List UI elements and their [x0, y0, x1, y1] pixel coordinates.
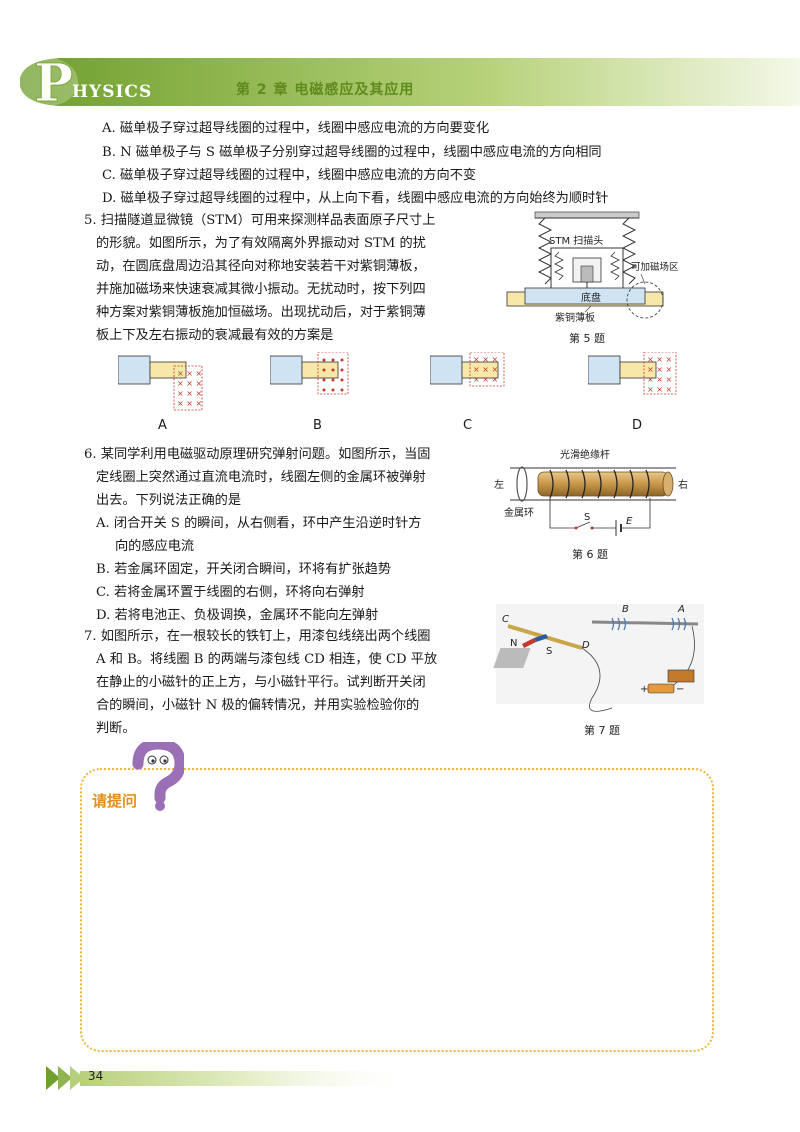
fig6-left-label: 左 — [494, 478, 504, 491]
q7-line-5: 判断。 — [96, 721, 136, 736]
svg-text:× × ×: × × × — [177, 399, 202, 408]
q6-option-d: D. 若将电池正、负极调换，金属环不能向左弹射 — [96, 608, 379, 623]
fig7-label-a: A — [677, 604, 685, 615]
ask-question-title: 请提问 — [92, 792, 138, 810]
q5-line-1: 5. 扫描隧道显微镜（STM）可用来探测样品表面原子尺寸上 — [84, 213, 436, 228]
logo-text: hysics — [72, 74, 153, 103]
svg-text:× × ×: × × × — [177, 369, 202, 378]
fig7-label-s: S — [546, 646, 552, 657]
page-number: 34 — [88, 1069, 104, 1083]
q4-option-b: B. N 磁单极子与 S 磁单极子分别穿过超导线圈的过程中，线圈中感应电流的方向… — [102, 145, 602, 160]
q6-option-a-cont: 向的感应电流 — [115, 539, 195, 554]
footer-band — [46, 1066, 420, 1090]
q7-line-4: 合的瞬间，小磁针 N 极的偏转情况，并用实验检验你的 — [96, 698, 420, 713]
q4-option-a: A. 磁单极子穿过超导线圈的过程中，线圈中感应电流的方向要变化 — [102, 121, 490, 136]
fig7-label-plus: + — [640, 684, 648, 695]
q5-option-a-label: A — [158, 418, 167, 433]
fig7-label-n: N — [510, 638, 517, 649]
q6-option-b: B. 若金属环固定，开关闭合瞬间，环将有扩张趋势 — [96, 562, 392, 577]
ask-question-box — [80, 768, 714, 1052]
svg-text:× × ×: × × × — [177, 389, 202, 398]
fig7-label-b: B — [622, 604, 629, 615]
svg-text:× × ×: × × × — [647, 355, 672, 364]
logo-initial: P — [33, 53, 74, 114]
svg-text:× × ×: × × × — [647, 365, 672, 374]
q6-option-a: A. 闭合开关 S 的瞬间，从右侧看，环中产生沿逆时针方 — [96, 516, 422, 531]
q5-option-c-label: C — [463, 418, 473, 433]
fig7-label-minus: − — [676, 684, 684, 695]
q7-line-1: 7. 如图所示，在一根较长的铁钉上，用漆包线绕出两个线圈 — [84, 629, 431, 644]
fig6-battery-label: E — [626, 516, 633, 527]
q5-option-c-figure: × × ×× × ×× × × — [430, 352, 505, 387]
chapter-title: 第 2 章 电磁感应及其应用 — [236, 82, 415, 98]
svg-text:× × ×: × × × — [177, 379, 202, 388]
q5-option-a-figure: × × ×× × ×× × ×× × × — [118, 355, 203, 411]
q4-option-c: C. 磁单极子穿过超导线圈的过程中，线圈中感应电流的方向不变 — [102, 168, 477, 183]
stm-plate-label: 紫铜薄板 — [555, 311, 595, 324]
q5-line-3: 动，在圆底盘周边沿其径向对称地安装若干对紫铜薄板， — [96, 259, 426, 274]
fig6-right-label: 右 — [678, 478, 688, 491]
fig5-caption: 第 5 题 — [569, 331, 605, 345]
fig6-switch-label: S — [584, 512, 590, 523]
q6-line-3: 出去。下列说法正确的是 — [96, 493, 242, 508]
question-mark-mascot-icon — [132, 742, 184, 811]
q6-line-2: 定线圈上突然通过直流电流时，线圈左侧的金属环被弹射 — [96, 470, 426, 485]
q5-option-d-figure: × × ×× × ×× × ×× × × — [588, 352, 677, 395]
svg-text:× × ×: × × × — [647, 385, 672, 394]
q5-option-d-label: D — [632, 418, 643, 433]
fig6-caption: 第 6 题 — [572, 547, 608, 561]
svg-text:× × ×: × × × — [473, 365, 498, 374]
header-band — [18, 58, 800, 106]
nail-figure: C D B A N S + − 第 7 题 — [493, 604, 704, 737]
q4-option-d: D. 磁单极子穿过超导线圈的过程中，从上向下看，线圈中感应电流的方向始终为顺时针 — [102, 191, 609, 206]
fig7-caption: 第 7 题 — [584, 723, 620, 737]
q7-line-3: 在静止的小磁针的正上方，与小磁针平行。试判断开关闭 — [96, 675, 426, 690]
q7-line-2: A 和 B。将线圈 B 的两端与漆包线 CD 相连，使 CD 平放 — [96, 652, 438, 667]
fig6-rod-label: 光滑绝缘杆 — [560, 448, 610, 461]
q6-line-1: 6. 某同学利用电磁驱动原理研究弹射问题。如图所示，当固 — [84, 447, 431, 462]
q5-option-b-figure — [270, 352, 349, 395]
stm-base-label: 底盘 — [581, 291, 601, 304]
svg-text:× × ×: × × × — [473, 375, 498, 384]
svg-text:× × ×: × × × — [473, 355, 498, 364]
q5-line-5: 种方案对紫铜薄板施加恒磁场。出现扰动后，对于紫铜薄 — [96, 305, 426, 320]
coil-figure: 光滑绝缘杆 左 右 S E 金属环 第 6 题 — [494, 448, 688, 561]
q5-line-6: 板上下及左右振动的衰减最有效的方案是 — [96, 328, 334, 343]
stm-field-label: 可加磁场区 — [631, 261, 679, 273]
q5-option-b-label: B — [313, 418, 322, 433]
q6-option-c: C. 若将金属环置于线圈的右侧，环将向右弹射 — [96, 585, 365, 600]
fig7-label-d: D — [582, 640, 590, 651]
q5-line-4: 并施加磁场来快速衰减其微小振动。无扰动时，按下列四 — [96, 282, 426, 297]
svg-text:× × ×: × × × — [647, 375, 672, 384]
q5-line-2: 的形貌。如图所示，为了有效隔离外界振动对 STM 的扰 — [96, 236, 426, 251]
stm-figure: 底盘 STM 扫描头 可加磁场区 紫铜薄板 第 5 题 — [506, 211, 679, 345]
fig6-ring-label: 金属环 — [504, 506, 534, 519]
stm-head-label: STM 扫描头 — [549, 234, 603, 247]
fig7-label-c: C — [502, 614, 509, 625]
